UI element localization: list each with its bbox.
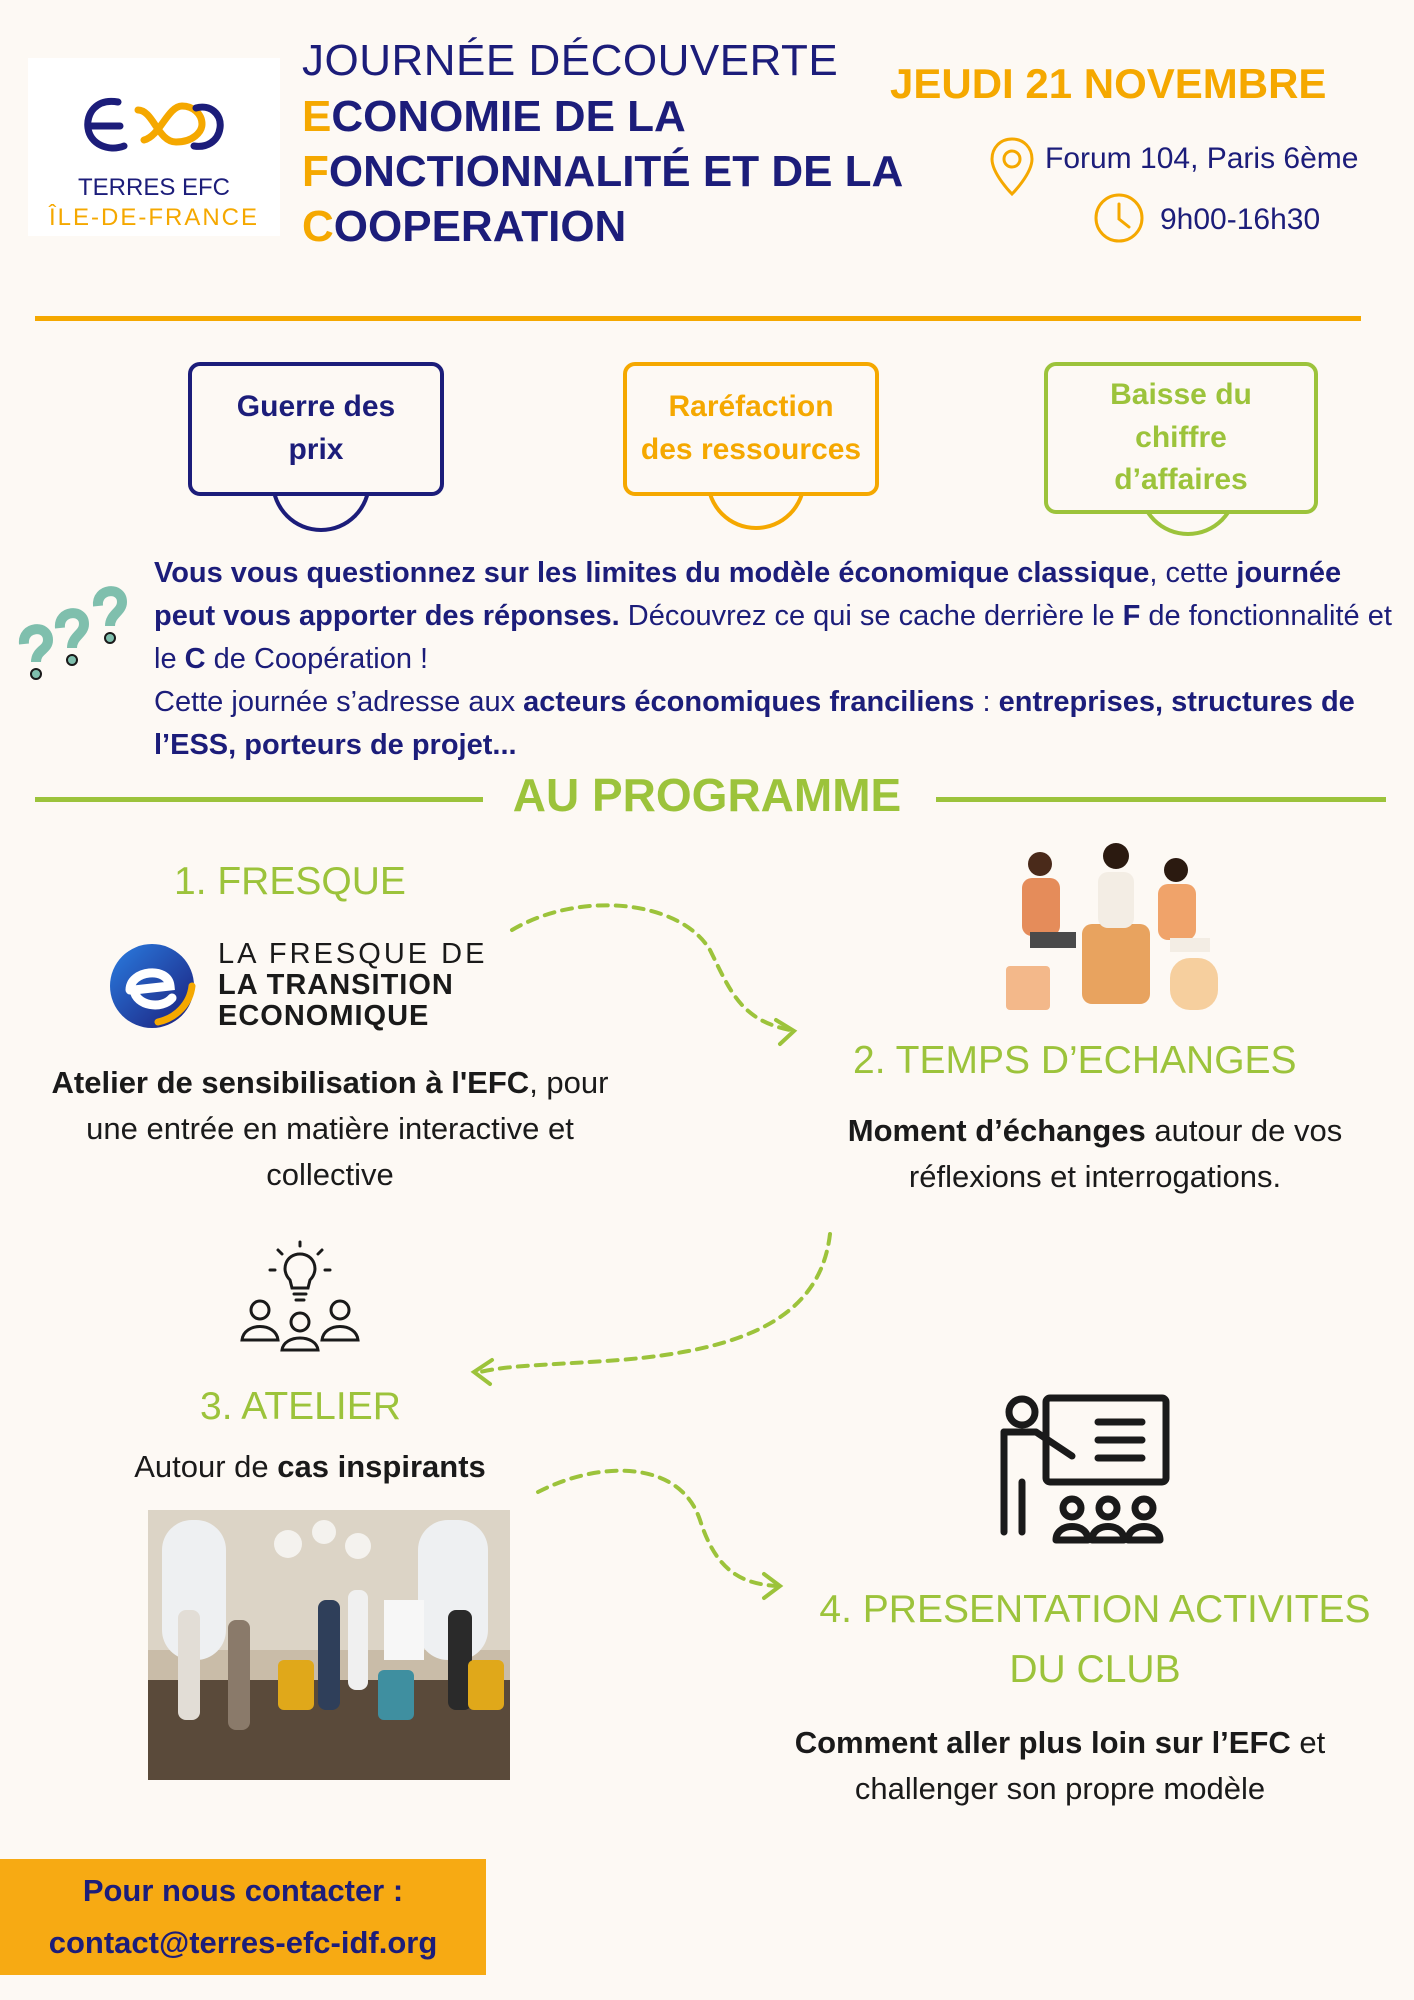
event-title-line3: COOPERATION: [302, 202, 626, 252]
step-desc-bold: Comment aller plus loin sur l’EFC: [794, 1725, 1291, 1760]
organization-logo: TERRES EFC ÎLE-DE-FRANCE: [28, 58, 280, 236]
intro-bold: journée peut vous apporter des réponses.: [154, 557, 1342, 632]
step-desc-bold: cas inspirants: [277, 1449, 486, 1484]
program-divider-left: [35, 797, 483, 802]
step2-description: Moment d’échanges autour de vos réflexio…: [840, 1108, 1350, 1200]
title-initial: C: [302, 202, 334, 251]
event-title-line2: FONCTIONNALITÉ ET DE LA: [302, 147, 903, 197]
title-rest: CONOMIE DE LA: [331, 92, 686, 141]
logo-text-line1: TERRES EFC: [77, 174, 230, 201]
step2-title: 2. TEMPS D’ECHANGES: [853, 1039, 1297, 1082]
intro-bold: Vous vous questionnez sur les limites du…: [154, 557, 1150, 589]
fresque-logo-text2: LA TRANSITION: [218, 969, 454, 1001]
program-divider-right: [936, 797, 1386, 802]
event-time: 9h00-16h30: [1160, 203, 1321, 236]
step3-title: 3. ATELIER: [200, 1385, 401, 1428]
fresque-logo-icon: [110, 944, 196, 1028]
step4-title-line2: DU CLUB: [1009, 1648, 1181, 1691]
bubble-text: chiffre: [1135, 420, 1227, 454]
intro-text: , cette: [1149, 557, 1237, 589]
intro-text: de Coopération !: [205, 643, 429, 675]
step4-title-line1: 4. PRESENTATION ACTIVITES: [819, 1588, 1371, 1631]
fresque-logo-text1: LA FRESQUE DE: [218, 938, 488, 970]
step4-description: Comment aller plus loin sur l’EFC et cha…: [790, 1720, 1330, 1812]
challenge-bubble-resources: Raréfaction des ressources: [623, 362, 879, 496]
step-desc-text: Autour de: [134, 1449, 278, 1484]
event-date: JEUDI 21 NOVEMBRE: [890, 60, 1327, 107]
bubble-text: Raréfaction: [668, 390, 834, 424]
step1-description: Atelier de sensibilisation à l'EFC, pour…: [40, 1060, 620, 1198]
question-marks-icon: [19, 586, 128, 680]
discussion-people-icon: [1006, 843, 1218, 1010]
title-rest: ONCTIONNALITÉ ET DE LA: [328, 147, 904, 196]
event-subtitle: JOURNÉE DÉCOUVERTE: [302, 36, 839, 85]
step-desc-text: , pour une entrée en matière interactive…: [86, 1065, 609, 1192]
event-title-line1: ECONOMIE DE LA: [302, 92, 686, 142]
intro-bold: F: [1122, 600, 1141, 632]
bubble-text: des ressources: [640, 433, 862, 466]
intro-text: Cette journée s’adresse aux: [154, 686, 524, 718]
bubble-text: Guerre des: [236, 390, 396, 424]
intro-bold: entreprises, structures de l’ESS, porteu…: [154, 686, 1355, 761]
efc-logo-icon: [84, 97, 224, 152]
challenge-bubble-revenue: Baisse du chiffre d’affaires: [1044, 362, 1318, 514]
step-desc-text: et challenger son propre modèle: [854, 1725, 1326, 1806]
contact-label: Pour nous contacter :: [82, 1873, 404, 1908]
step3-description: Autour de cas inspirants: [60, 1444, 560, 1490]
intro-bold: acteurs économiques franciliens: [523, 686, 975, 718]
step-desc-bold: Moment d’échanges: [847, 1113, 1146, 1148]
title-initial: F: [302, 147, 329, 196]
workshop-photo: [148, 1510, 510, 1780]
event-location: Forum 104, Paris 6ème: [1045, 142, 1359, 175]
intro-text: :: [974, 686, 999, 718]
idea-group-icon: [240, 1240, 360, 1352]
challenge-bubble-price-war: Guerre des prix: [188, 362, 444, 496]
step-desc-text: autour de vos réflexions et interrogatio…: [908, 1113, 1343, 1194]
title-rest: OOPERATION: [333, 202, 627, 251]
logo-text-line2: ÎLE-DE-FRANCE: [48, 204, 260, 231]
bubble-text: d’affaires: [1114, 463, 1248, 497]
bubble-text: Baisse du: [1110, 378, 1252, 412]
clock-icon: [1094, 193, 1144, 243]
intro-bold: C: [184, 643, 206, 675]
program-title: AU PROGRAMME: [512, 769, 902, 821]
presentation-icon: [1000, 1394, 1170, 1544]
step1-title: 1. FRESQUE: [174, 860, 406, 903]
title-initial: E: [302, 92, 332, 141]
header-divider: [35, 316, 1361, 321]
location-pin-icon: [990, 137, 1034, 197]
step4-title: 4. PRESENTATION ACTIVITES DU CLUB: [800, 1580, 1390, 1700]
bubble-text: prix: [288, 433, 344, 466]
contact-email-link[interactable]: contact@terres-efc-idf.org: [48, 1925, 438, 1960]
intro-paragraph: Vous vous questionnez sur les limites du…: [154, 552, 1394, 767]
contact-box: Pour nous contacter : contact@terres-efc…: [0, 1859, 486, 1975]
step-desc-bold: Atelier de sensibilisation à l'EFC: [51, 1065, 530, 1100]
intro-text: de fonctionnalité et le: [154, 600, 1392, 675]
intro-text: Découvrez ce qui se cache derrière le: [619, 600, 1123, 632]
fresque-logo-text3: ECONOMIQUE: [218, 1000, 430, 1032]
